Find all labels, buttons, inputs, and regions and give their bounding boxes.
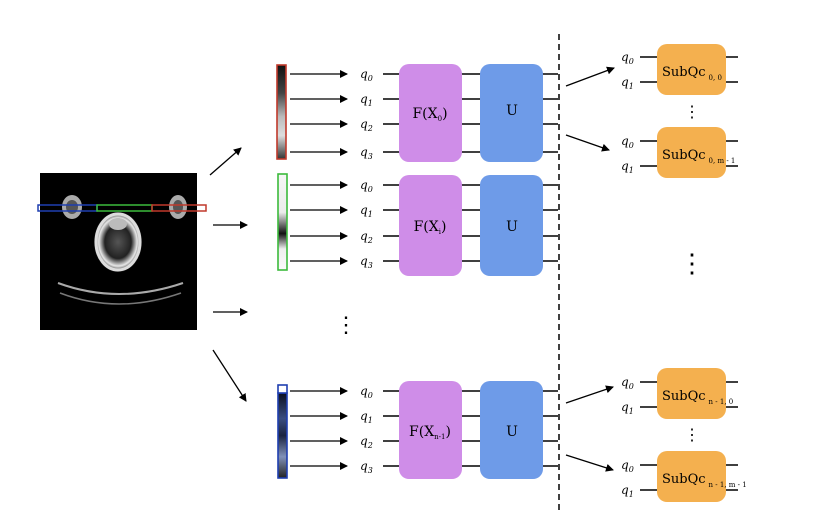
unitary-gate-n-1: U xyxy=(480,381,543,479)
encoder-gate-0: F(X0) xyxy=(399,64,462,162)
encoder-gate-i: F(Xi) xyxy=(399,175,462,276)
subcircuit-ellipsis-middle: ⋮ xyxy=(679,249,705,279)
unitary-gate-0: U xyxy=(480,64,543,162)
svg-text:q1: q1 xyxy=(360,203,373,219)
svg-text:q1: q1 xyxy=(360,409,373,425)
svg-text:q2: q2 xyxy=(360,434,373,450)
strip-row-i xyxy=(277,173,288,271)
svg-text:q0: q0 xyxy=(621,134,634,150)
svg-text:F(Xi): F(Xi) xyxy=(414,219,447,236)
svg-text:q0: q0 xyxy=(621,50,634,66)
svg-text:q2: q2 xyxy=(360,229,373,245)
qubit-labels-row-0: q0 q1 q2 q3 xyxy=(360,67,373,161)
subcircuit-arrows xyxy=(565,66,615,472)
qubit-labels-row-i: q0 q1 q2 q3 xyxy=(360,178,373,270)
ct-scan-image xyxy=(37,173,207,330)
arrow-to-row-0 xyxy=(209,147,242,176)
unitary-gate-i: U xyxy=(480,175,543,276)
svg-text:q1: q1 xyxy=(621,159,634,175)
qubit-labels-row-n-1: q0 q1 q2 q3 xyxy=(360,384,373,475)
strip-row-0 xyxy=(276,64,287,160)
arrow-to-row-n-1 xyxy=(212,349,247,402)
strip-arrows xyxy=(290,70,348,470)
svg-text:q0: q0 xyxy=(360,67,373,83)
svg-text:q1: q1 xyxy=(621,483,634,499)
svg-text:q0: q0 xyxy=(621,458,634,474)
svg-text:q1: q1 xyxy=(621,400,634,416)
svg-text:q0: q0 xyxy=(360,178,373,194)
svg-text:q2: q2 xyxy=(360,117,373,133)
svg-text:F(Xn-1): F(Xn-1) xyxy=(409,424,451,441)
subcircuit-ellipsis-top: ⋮ xyxy=(684,102,700,121)
svg-text:F(X0): F(X0) xyxy=(412,106,447,123)
svg-text:q1: q1 xyxy=(360,92,373,108)
svg-text:U: U xyxy=(506,219,518,235)
svg-text:U: U xyxy=(506,103,518,119)
svg-text:q1: q1 xyxy=(621,75,634,91)
svg-text:q0: q0 xyxy=(360,384,373,400)
svg-text:q0: q0 xyxy=(621,375,634,391)
svg-text:q3: q3 xyxy=(360,145,373,161)
row-ellipsis: ⋮ xyxy=(335,313,357,338)
svg-text:U: U xyxy=(506,424,518,440)
svg-text:q3: q3 xyxy=(360,459,373,475)
image-arrows xyxy=(209,147,248,402)
subcircuit-qubit-labels: q0 q1 q0 q1 q0 q1 q0 q1 xyxy=(621,50,634,499)
strip-row-n-1 xyxy=(277,384,288,479)
subcircuit-ellipsis-bottom: ⋮ xyxy=(684,425,700,444)
svg-text:q3: q3 xyxy=(360,254,373,270)
encoder-gate-n-1: F(Xn-1) xyxy=(399,381,462,479)
